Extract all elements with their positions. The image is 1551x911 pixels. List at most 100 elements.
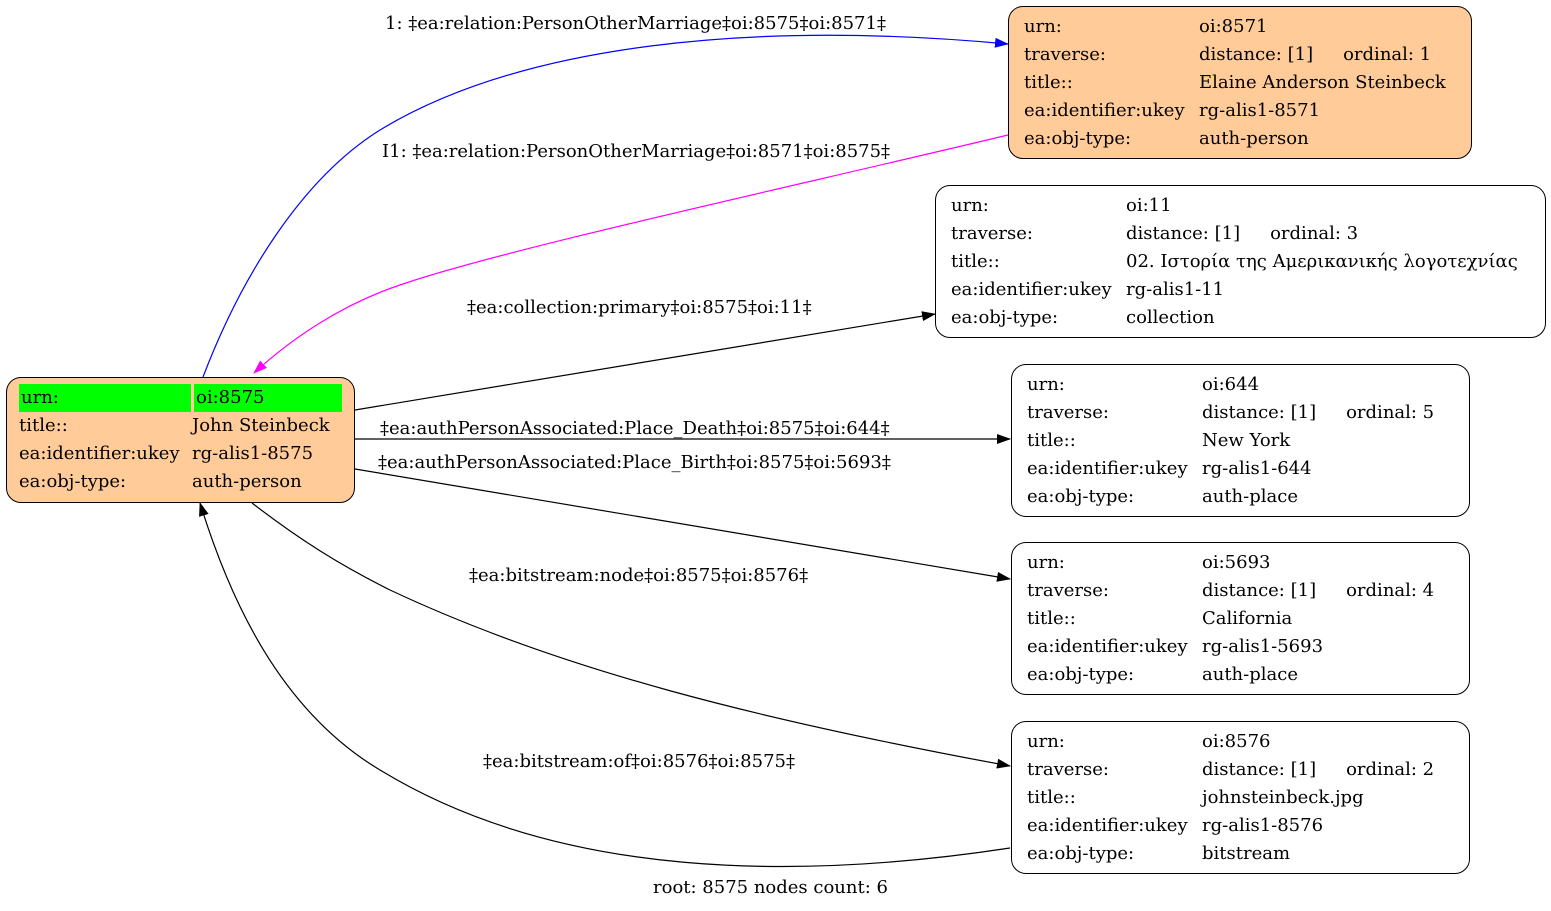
ukey-row: ea:identifier:ukey rg-alis1-8571 [1024, 97, 1457, 125]
field-key: ea:identifier:ukey [1027, 815, 1188, 836]
urn-row: urn: oi:644 [1027, 371, 1455, 399]
traverse-row: traverse: distance: [1] ordinal: 3 [951, 220, 1531, 248]
edge-place-birth [354, 468, 1011, 582]
edge-label-collection: ‡ea:collection:primary‡oi:8575‡oi:11‡ [467, 297, 812, 318]
field-key: urn: [1027, 731, 1065, 752]
field-key: title:: [19, 415, 68, 436]
distance-value: distance: [1] [1202, 402, 1317, 423]
field-key: ea:identifier:ukey [1027, 458, 1188, 479]
field-value: auth-place [1202, 664, 1298, 685]
node-8576[interactable]: urn: oi:8576 traverse: distance: [1] ordi… [1011, 721, 1470, 874]
urn-row: urn: oi:5693 [1027, 549, 1455, 577]
field-value: rg-alis1-11 [1126, 279, 1225, 300]
field-value: oi:11 [1126, 195, 1172, 216]
field-value: oi:8571 [1199, 16, 1268, 37]
field-key: urn: [1027, 552, 1065, 573]
edge-label-bitstream-of: ‡ea:bitstream:of‡oi:8576‡oi:8575‡ [483, 751, 795, 772]
title-row: title:: New York [1027, 427, 1455, 455]
field-key: urn: [1027, 374, 1065, 395]
urn-row: urn: oi:8576 [1027, 728, 1455, 756]
field-key: traverse: [1027, 580, 1109, 601]
edge-label-marriage-inverse: I1: ‡ea:relation:PersonOtherMarriage‡oi:… [382, 141, 891, 162]
field-value: oi:644 [1202, 374, 1260, 395]
root-urn-row: urn: oi:8575 [19, 384, 342, 412]
ordinal-value: ordinal: 4 [1346, 580, 1435, 601]
ordinal-value: ordinal: 3 [1270, 223, 1359, 244]
distance-value: distance: [1] [1202, 580, 1317, 601]
field-value: Elaine Anderson Steinbeck [1199, 72, 1446, 93]
node-644[interactable]: urn: oi:644 traverse: distance: [1]ordin… [1011, 364, 1470, 517]
edge-label-place-birth: ‡ea:authPersonAssociated:Place_Birth‡oi:… [378, 452, 891, 473]
field-value: bitstream [1202, 843, 1291, 864]
edge-marriage [202, 34, 1009, 378]
traverse-row: traverse: distance: [1]ordinal: 5 [1027, 399, 1455, 427]
field-key: ea:identifier:ukey [1027, 636, 1188, 657]
field-key: ea:obj-type: [1024, 128, 1132, 149]
field-key: traverse: [951, 223, 1033, 244]
field-value: rg-alis1-8571 [1199, 100, 1321, 121]
node-11[interactable]: urn: oi:11 traverse: distance: [1] ordina… [935, 185, 1546, 338]
edge-label-bitstream-node: ‡ea:bitstream:node‡oi:8575‡oi:8576‡ [469, 565, 809, 586]
node-8571[interactable]: urn: oi:8571 traverse: distance: [1]ordi… [1008, 6, 1472, 159]
field-key: title:: [951, 251, 1000, 272]
field-value: rg-alis1-8576 [1202, 815, 1324, 836]
field-value: New York [1202, 430, 1291, 451]
field-value: John Steinbeck [192, 415, 330, 436]
ordinal-value: ordinal: 5 [1346, 402, 1435, 423]
field-value: oi:8576 [1202, 731, 1271, 752]
field-key: ea:identifier:ukey [1024, 100, 1185, 121]
field-value: auth-person [192, 471, 302, 492]
field-value: rg-alis1-5693 [1202, 636, 1324, 657]
type-row: ea:obj-type: auth-place [1027, 661, 1455, 689]
ukey-row: ea:identifier:ukey rg-alis1-8576 [1027, 812, 1455, 840]
title-row: title:: 02. Ιστορία της Αμερικανικής λογ… [951, 248, 1531, 276]
ukey-row: ea:identifier:ukey rg-alis1-644 [1027, 455, 1455, 483]
distance-value: distance: [1] [1202, 759, 1317, 780]
field-value: auth-place [1202, 486, 1298, 507]
root-ukey-row: ea:identifier:ukey rg-alis1-8575 [19, 440, 342, 468]
traverse-row: traverse: distance: [1]ordinal: 1 [1024, 41, 1457, 69]
field-key: traverse: [1024, 44, 1106, 65]
distance-value: distance: [1] [1126, 223, 1241, 244]
field-key: ea:obj-type: [1027, 486, 1135, 507]
edge-marriage-inverse [253, 134, 1009, 374]
edge-label-place-death: ‡ea:authPersonAssociated:Place_Death‡oi:… [380, 418, 890, 439]
field-key: title:: [1027, 608, 1076, 629]
field-key: urn: [951, 195, 989, 216]
distance-value: distance: [1] [1199, 44, 1314, 65]
urn-row: urn: oi:11 [951, 192, 1531, 220]
field-key: ea:identifier:ukey [951, 279, 1112, 300]
traverse-row: traverse: distance: [1] ordinal: 4 [1027, 577, 1455, 605]
field-key: title:: [1027, 430, 1076, 451]
edge-bitstream-of [199, 502, 1011, 868]
field-key: ea:obj-type: [19, 471, 127, 492]
ukey-row: ea:identifier:ukey rg-alis1-11 [951, 276, 1531, 304]
field-value: 02. Ιστορία της Αμερικανικής λογοτεχνίας [1126, 251, 1518, 272]
node-5693[interactable]: urn: oi:5693 traverse: distance: [1] ordi… [1011, 542, 1470, 695]
ordinal-value: ordinal: 2 [1346, 759, 1435, 780]
field-value: oi:8575 [194, 384, 342, 412]
root-type-row: ea:obj-type: auth-person [19, 468, 342, 496]
ukey-row: ea:identifier:ukey rg-alis1-5693 [1027, 633, 1455, 661]
field-value: auth-person [1199, 128, 1309, 149]
field-value: rg-alis1-8575 [192, 443, 314, 464]
field-value: oi:5693 [1202, 552, 1271, 573]
field-key: title:: [1024, 72, 1073, 93]
title-row: title:: Elaine Anderson Steinbeck [1024, 69, 1457, 97]
field-key: ea:identifier:ukey [19, 443, 180, 464]
title-row: title:: johnsteinbeck.jpg [1027, 784, 1455, 812]
field-key: ea:obj-type: [1027, 843, 1135, 864]
field-key: ea:obj-type: [951, 307, 1059, 328]
field-key: urn: [19, 384, 191, 412]
field-key: traverse: [1027, 759, 1109, 780]
urn-row: urn: oi:8571 [1024, 13, 1457, 41]
field-key: urn: [1024, 16, 1062, 37]
field-key: title:: [1027, 787, 1076, 808]
field-value: collection [1126, 307, 1215, 328]
type-row: ea:obj-type: auth-person [1024, 125, 1457, 153]
traverse-row: traverse: distance: [1] ordinal: 2 [1027, 756, 1455, 784]
root-node[interactable]: urn: oi:8575 title:: John Steinbeck ea:i… [6, 377, 355, 503]
type-row: ea:obj-type: auth-place [1027, 483, 1455, 511]
field-value: California [1202, 608, 1293, 629]
